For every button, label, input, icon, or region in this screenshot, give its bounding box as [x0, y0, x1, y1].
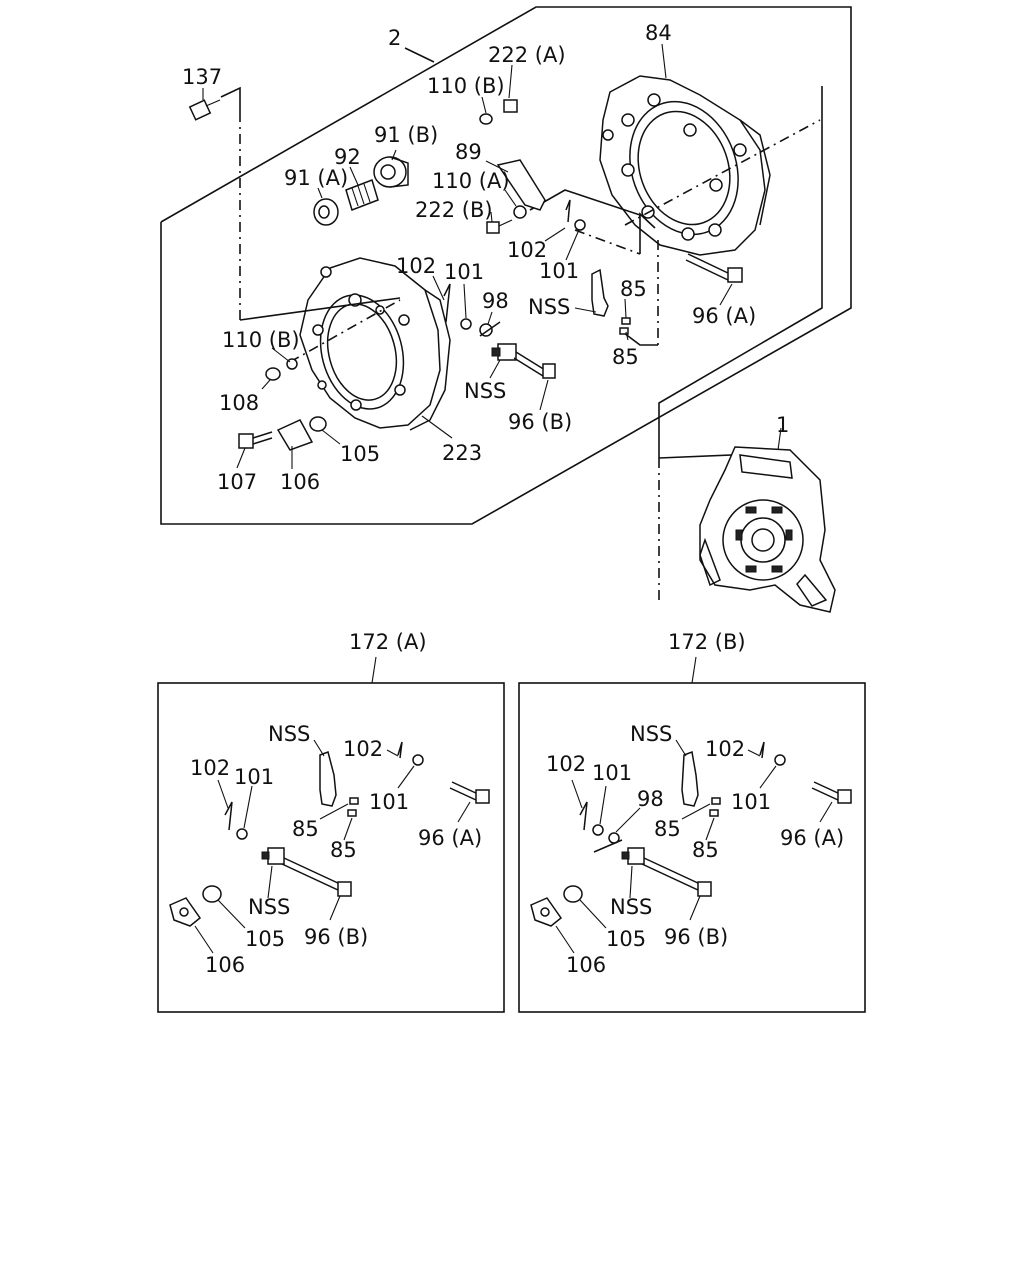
bolt-96b-main: [513, 351, 556, 379]
callout-96a: 96 (A): [692, 304, 756, 328]
nss-block-main: [491, 343, 517, 361]
kit-a-105: 105: [245, 927, 285, 951]
kit-a-101-left: 101: [234, 765, 274, 789]
kit-b-101-left: 101: [592, 761, 632, 785]
callout-92: 92: [334, 145, 361, 169]
kit-a-85-b: 85: [330, 838, 357, 862]
kit-b-96a: 96 (A): [780, 826, 844, 850]
callout-1: 1: [776, 413, 789, 437]
callout-110a: 110 (A): [432, 169, 510, 193]
kit-a-nss-block: [261, 847, 285, 865]
kit-b-102-top: 102: [705, 737, 745, 761]
pressure-plate-84: [599, 75, 771, 256]
callout-101-mid: 101: [539, 259, 579, 283]
kit-a-102-top: 102: [343, 737, 383, 761]
callout-85-a: 85: [620, 277, 647, 301]
callout-102-left: 102: [396, 254, 436, 278]
leader-lines-main: [202, 43, 782, 469]
kit-box-172a: 172 (A): [157, 630, 505, 1013]
kit-b-85-a: 85: [654, 817, 681, 841]
callout-107: 107: [217, 470, 257, 494]
kit-a-bolt-96b: [281, 857, 352, 897]
kit-b-bolt-96b: [641, 857, 712, 897]
callout-101-left: 101: [444, 260, 484, 284]
callout-222b: 222 (B): [415, 198, 493, 222]
kit-b-102-left: 102: [546, 752, 586, 776]
kit-a-85-a: 85: [292, 817, 319, 841]
callout-98: 98: [482, 289, 509, 313]
callout-89: 89: [455, 140, 482, 164]
kit-a-102-left: 102: [190, 756, 230, 780]
kit-b-101-right: 101: [731, 790, 771, 814]
clutch-cover-223: [299, 257, 451, 431]
callout-102-mid: 102: [507, 238, 547, 262]
kit-a-106: 106: [205, 953, 245, 977]
callout-2: 2: [388, 26, 401, 50]
kit-b-98: 98: [637, 787, 664, 811]
callout-105: 105: [340, 442, 380, 466]
kit-a-nss-top: NSS: [268, 722, 310, 746]
callout-110b-top: 110 (B): [427, 74, 505, 98]
callout-85-b: 85: [612, 345, 639, 369]
kit-b-105: 105: [606, 927, 646, 951]
main-callouts: 2 137 222 (A) 110 (B) 84 91 (B) 92 91 (A…: [182, 21, 789, 494]
bearing-91a: [313, 198, 339, 226]
sleeve-92: [345, 179, 379, 211]
kit-b-bolt-96a: [811, 781, 852, 804]
callout-106: 106: [280, 470, 320, 494]
callout-222a: 222 (A): [488, 43, 566, 67]
callout-96b: 96 (B): [508, 410, 572, 434]
assembly-2-outline: [160, 6, 852, 525]
disc-damper-springs: [735, 506, 793, 573]
callout-110b-left: 110 (B): [222, 328, 300, 352]
callout-137: 137: [182, 65, 222, 89]
small-parts-main: [188, 99, 743, 451]
kit-a-nss-bottom: NSS: [248, 895, 290, 919]
pressure-plate-bolt-holes: [602, 93, 747, 241]
callout-108: 108: [219, 391, 259, 415]
bolt-137: [188, 99, 221, 121]
assembly-lines: [220, 86, 821, 363]
callout-223: 223: [442, 441, 482, 465]
kit-172a-title: 172 (A): [349, 630, 427, 654]
kit-b-96b: 96 (B): [664, 925, 728, 949]
callout-91a: 91 (A): [284, 166, 348, 190]
kit-b-106: 106: [566, 953, 606, 977]
kit-box-172b: 172 (B): [518, 630, 866, 1013]
kit-a-96a: 96 (A): [418, 826, 482, 850]
bolt-96a-main: [685, 253, 743, 283]
callout-nss-mid: NSS: [464, 379, 506, 403]
callout-nss-top: NSS: [528, 295, 570, 319]
clutch-disc-1: [658, 86, 836, 613]
kit-b-85-b: 85: [692, 838, 719, 862]
bearing-91b: [373, 156, 409, 188]
kit-a-96b: 96 (B): [304, 925, 368, 949]
kit-b-nss-block: [621, 847, 645, 865]
callout-91b: 91 (B): [374, 123, 438, 147]
kit-b-nss-bottom: NSS: [610, 895, 652, 919]
callout-84: 84: [645, 21, 672, 45]
kit-b-nss-top: NSS: [630, 722, 672, 746]
kit-172b-title: 172 (B): [668, 630, 746, 654]
kit-a-101-right: 101: [369, 790, 409, 814]
kit-a-bolt-96a: [449, 781, 490, 804]
